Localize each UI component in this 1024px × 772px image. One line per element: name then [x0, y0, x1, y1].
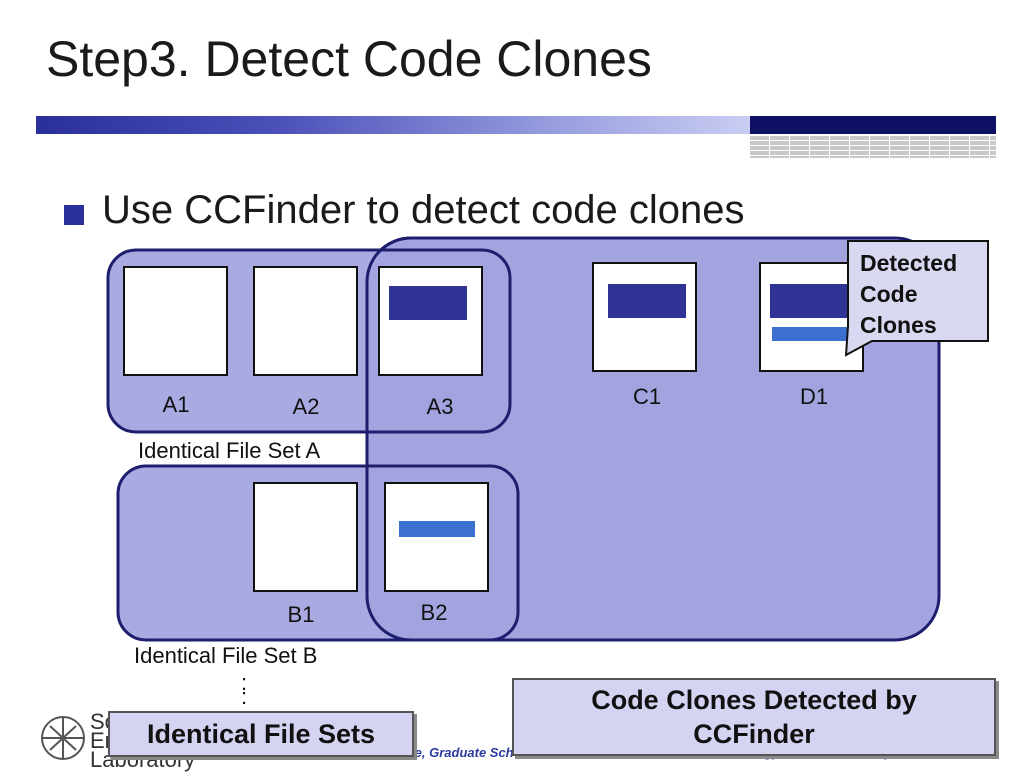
label-b2: B2	[421, 600, 448, 625]
set-b-label: Identical File Set B	[134, 643, 317, 668]
bullet-square-icon	[64, 205, 84, 225]
clone-fragment-b2	[399, 521, 475, 537]
slide-title: Step3. Detect Code Clones	[46, 31, 652, 87]
clone-fragment-d1-light	[772, 327, 850, 341]
identical-file-sets-box: Identical File Sets	[108, 711, 414, 757]
file-a1	[123, 266, 228, 376]
callout-text: Detected Code Clones	[860, 250, 958, 338]
continuation-dots: : :	[240, 670, 248, 709]
label-a1: A1	[163, 392, 190, 417]
university-logo-icon	[41, 716, 85, 760]
code-clones-detected-box: Code Clones Detected by CCFinder	[512, 678, 996, 756]
label-a3: A3	[427, 394, 454, 419]
file-b1	[253, 482, 358, 592]
bullet-text: Use CCFinder to detect code clones	[102, 188, 745, 232]
label-c1: C1	[633, 384, 661, 409]
decorative-grid	[750, 136, 996, 158]
set-a-label: Identical File Set A	[138, 438, 321, 463]
title-bar-accent	[750, 116, 996, 134]
clone-fragment-d1-dark	[770, 284, 848, 318]
clone-fragment-c1	[608, 284, 686, 318]
label-d1: D1	[800, 384, 828, 409]
detected-clones-callout	[844, 240, 989, 357]
ccfinder-region-edge	[365, 236, 412, 642]
label-b1: B1	[288, 602, 315, 627]
clone-fragment-a3	[389, 286, 467, 320]
file-a2	[253, 266, 358, 376]
label-a2: A2	[293, 394, 320, 419]
file-a3	[378, 266, 483, 376]
